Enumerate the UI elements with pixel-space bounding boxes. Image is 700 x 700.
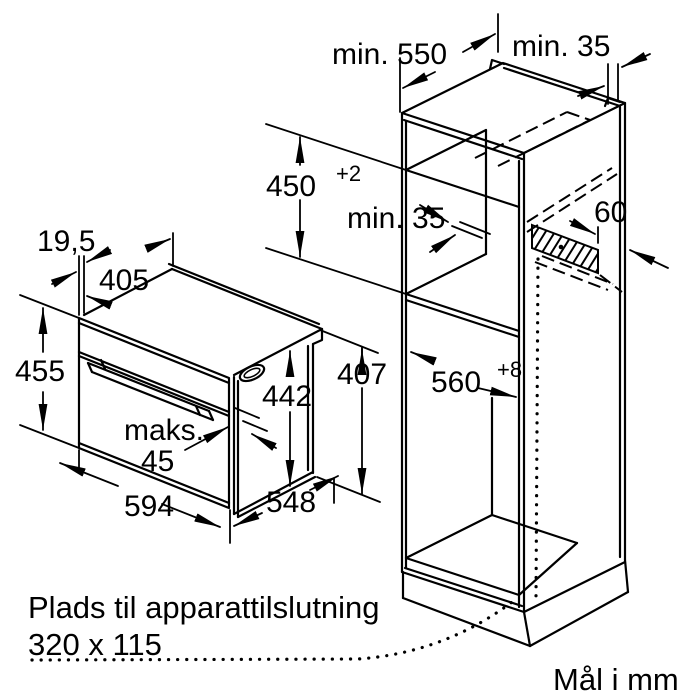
dim-door-gap [184,407,277,451]
cabinet-top-face [400,58,627,161]
dim-niche-height [265,123,407,295]
dimension-labels: min. 550 min. 35 450 +2 min. 35 60 560 +… [15,30,627,523]
label-oven-body-height: 442 [262,380,312,413]
dimension-annotations [19,13,669,544]
label-oven-rear-height: 407 [337,358,387,391]
dim-shelf-rear-gap [419,204,491,254]
oven-side-face [232,327,324,519]
oven-door-handle [86,358,215,422]
cabinet-front-face [400,111,526,614]
dim-oven-body-depth [233,475,339,527]
dim-cabinet-rear-gap-top [577,52,651,105]
cabinet-drawing [400,58,630,648]
dim-oven-front-height [19,294,80,449]
dim-oven-rear-height [316,329,381,503]
label-niche-width: 560 [431,366,481,399]
footer-notes: Plads til apparattilslutning 320 x 115 M… [28,590,679,697]
label-niche-height: 450 [266,170,316,203]
label-niche-width-tolerance: +8 [497,357,522,382]
cabinet-vent-hatch [531,223,599,275]
connection-dotted-leader [30,597,518,662]
label-oven-top-step: 19,5 [37,225,95,258]
cabinet-side-face [522,101,627,614]
connection-note-line2: 320 x 115 [28,627,162,662]
oven-drawing [77,262,324,519]
dim-oven-top-step [50,246,113,316]
label-cabinet-rear-gap-top: min. 35 [512,30,610,63]
dim-vent-width [569,218,669,269]
label-oven-body-depth: 548 [266,486,316,519]
cabinet-hidden-vent-lines [474,111,623,293]
vent-hatch-dot [558,244,564,250]
label-oven-top-depth: 405 [99,264,149,297]
label-door-gap-word: maks. [124,414,204,447]
label-cabinet-depth: min. 550 [332,38,447,71]
dim-oven-front-width [59,449,231,544]
units-note: Mål i mm [553,662,679,697]
label-oven-front-height: 455 [15,355,65,388]
dim-niche-width [410,351,517,398]
label-shelf-rear-gap: min. 35 [347,202,445,235]
oven-side-grip-hole [238,363,266,383]
cabinet-plinth [401,558,630,648]
label-oven-front-width: 594 [124,490,174,523]
label-niche-height-tolerance: +2 [336,161,361,186]
dim-cabinet-depth [399,13,499,113]
dim-oven-top-depth [86,232,174,310]
cabinet-lower-interior [404,396,579,597]
label-door-gap-value: 45 [141,445,174,478]
label-vent-width: 60 [594,196,627,229]
cabinet-back-panel-dotted-line [534,257,540,599]
connection-note-line1: Plads til apparattilslutning [28,590,380,625]
